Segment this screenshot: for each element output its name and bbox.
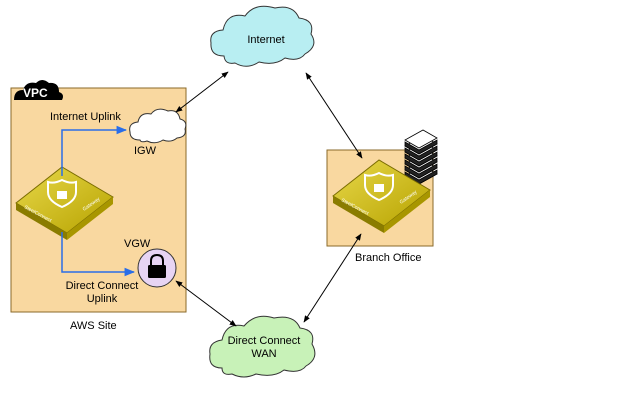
vpc-cloud-icon xyxy=(14,80,63,100)
direct-connect-uplink-label-line1: Direct Connect xyxy=(65,280,139,292)
igw-label: IGW xyxy=(134,145,156,157)
direct-connect-uplink-label-line2: Uplink xyxy=(86,293,118,305)
server-stack-icon xyxy=(404,129,438,185)
direct-connect-wan-label-line2: WAN xyxy=(251,348,277,360)
direct-connect-wan-cloud-icon xyxy=(209,315,316,378)
igw-cloud-icon xyxy=(129,108,187,144)
vgw-wan-link xyxy=(175,280,237,327)
direct-connect-uplink-arrow xyxy=(61,232,136,277)
aws-site-label: AWS Site xyxy=(70,320,117,332)
vpc-tag-label: VPC xyxy=(23,86,48,100)
internet-cloud-icon xyxy=(210,5,315,67)
aws-steelconnect-appliance-icon: SteelConnect Gateway xyxy=(15,166,114,240)
vgw-lock-icon xyxy=(137,248,177,288)
internet-branch-link xyxy=(305,72,363,159)
branch-wan-link xyxy=(303,233,362,323)
internet-uplink-label: Internet Uplink xyxy=(50,111,121,123)
vgw-label: VGW xyxy=(124,238,151,250)
igw-internet-link xyxy=(175,71,229,113)
internet-uplink-arrow xyxy=(61,125,128,176)
branch-office-label: Branch Office xyxy=(355,252,422,264)
internet-label: Internet xyxy=(247,34,285,46)
direct-connect-wan-label-line1: Direct Connect xyxy=(227,335,301,347)
